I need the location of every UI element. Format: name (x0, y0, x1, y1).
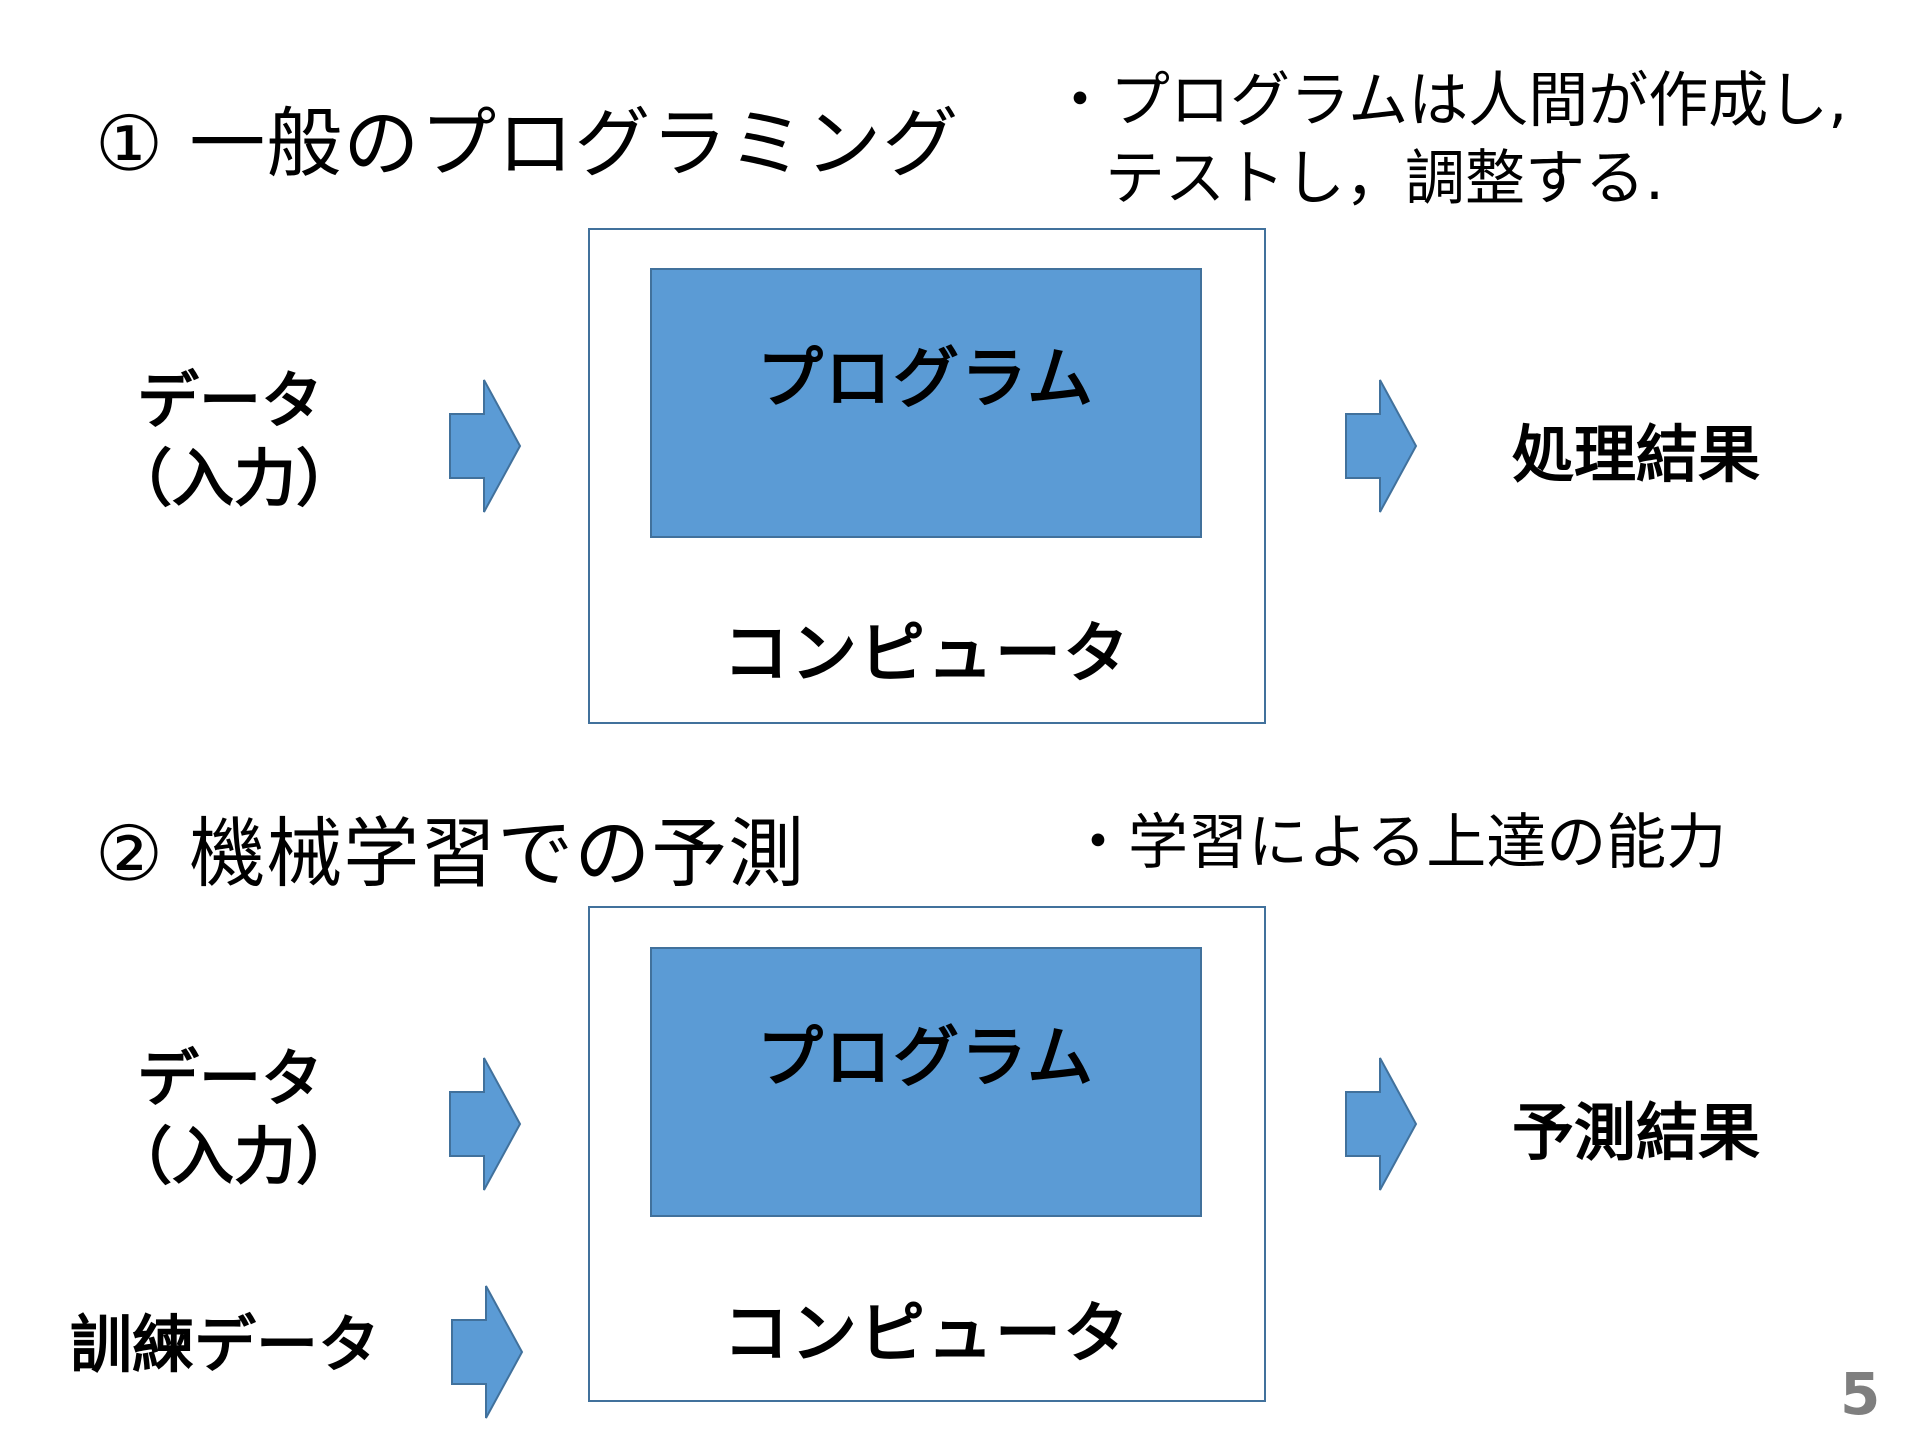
section1-computer-label: コンピュータ (723, 615, 1131, 692)
section1-program-label: プログラム (756, 340, 1096, 417)
section2-training-label: 訓練データ (70, 1308, 381, 1381)
page-number: 5 (1840, 1360, 1881, 1428)
section1-note-line1: ・プログラムは人間が作成し, (1050, 66, 1848, 136)
section1-input-line1: データ (136, 364, 323, 437)
right-arrow-icon (1345, 379, 1418, 513)
section1-program-box: プログラム (650, 268, 1202, 538)
right-arrow-icon (1345, 1057, 1418, 1191)
section1-title: ① 一般のプログラミング (95, 99, 960, 188)
section1-note-line2: テストし，調整する. (1105, 144, 1665, 214)
section1-input-label: データ （入力） (110, 362, 359, 518)
section2-input-label: データ （入力） (110, 1040, 359, 1196)
section2-program-label: プログラム (756, 1019, 1096, 1096)
section1-result: 処理結果 (1512, 418, 1761, 491)
section2-title: ② 機械学習での予測 (95, 809, 806, 898)
right-arrow-icon (449, 379, 522, 513)
section2-input-line1: データ (136, 1042, 323, 1115)
section2-program-box: プログラム (650, 947, 1202, 1217)
section2-input-line2: （入力） (110, 1120, 359, 1193)
section2-note: ・学習による上達の能力 (1068, 808, 1727, 878)
section1-input-line2: （入力） (110, 442, 359, 515)
section2-result: 予測結果 (1512, 1096, 1761, 1169)
right-arrow-icon (451, 1285, 524, 1419)
section2-computer-label: コンピュータ (723, 1295, 1131, 1372)
right-arrow-icon (449, 1057, 522, 1191)
